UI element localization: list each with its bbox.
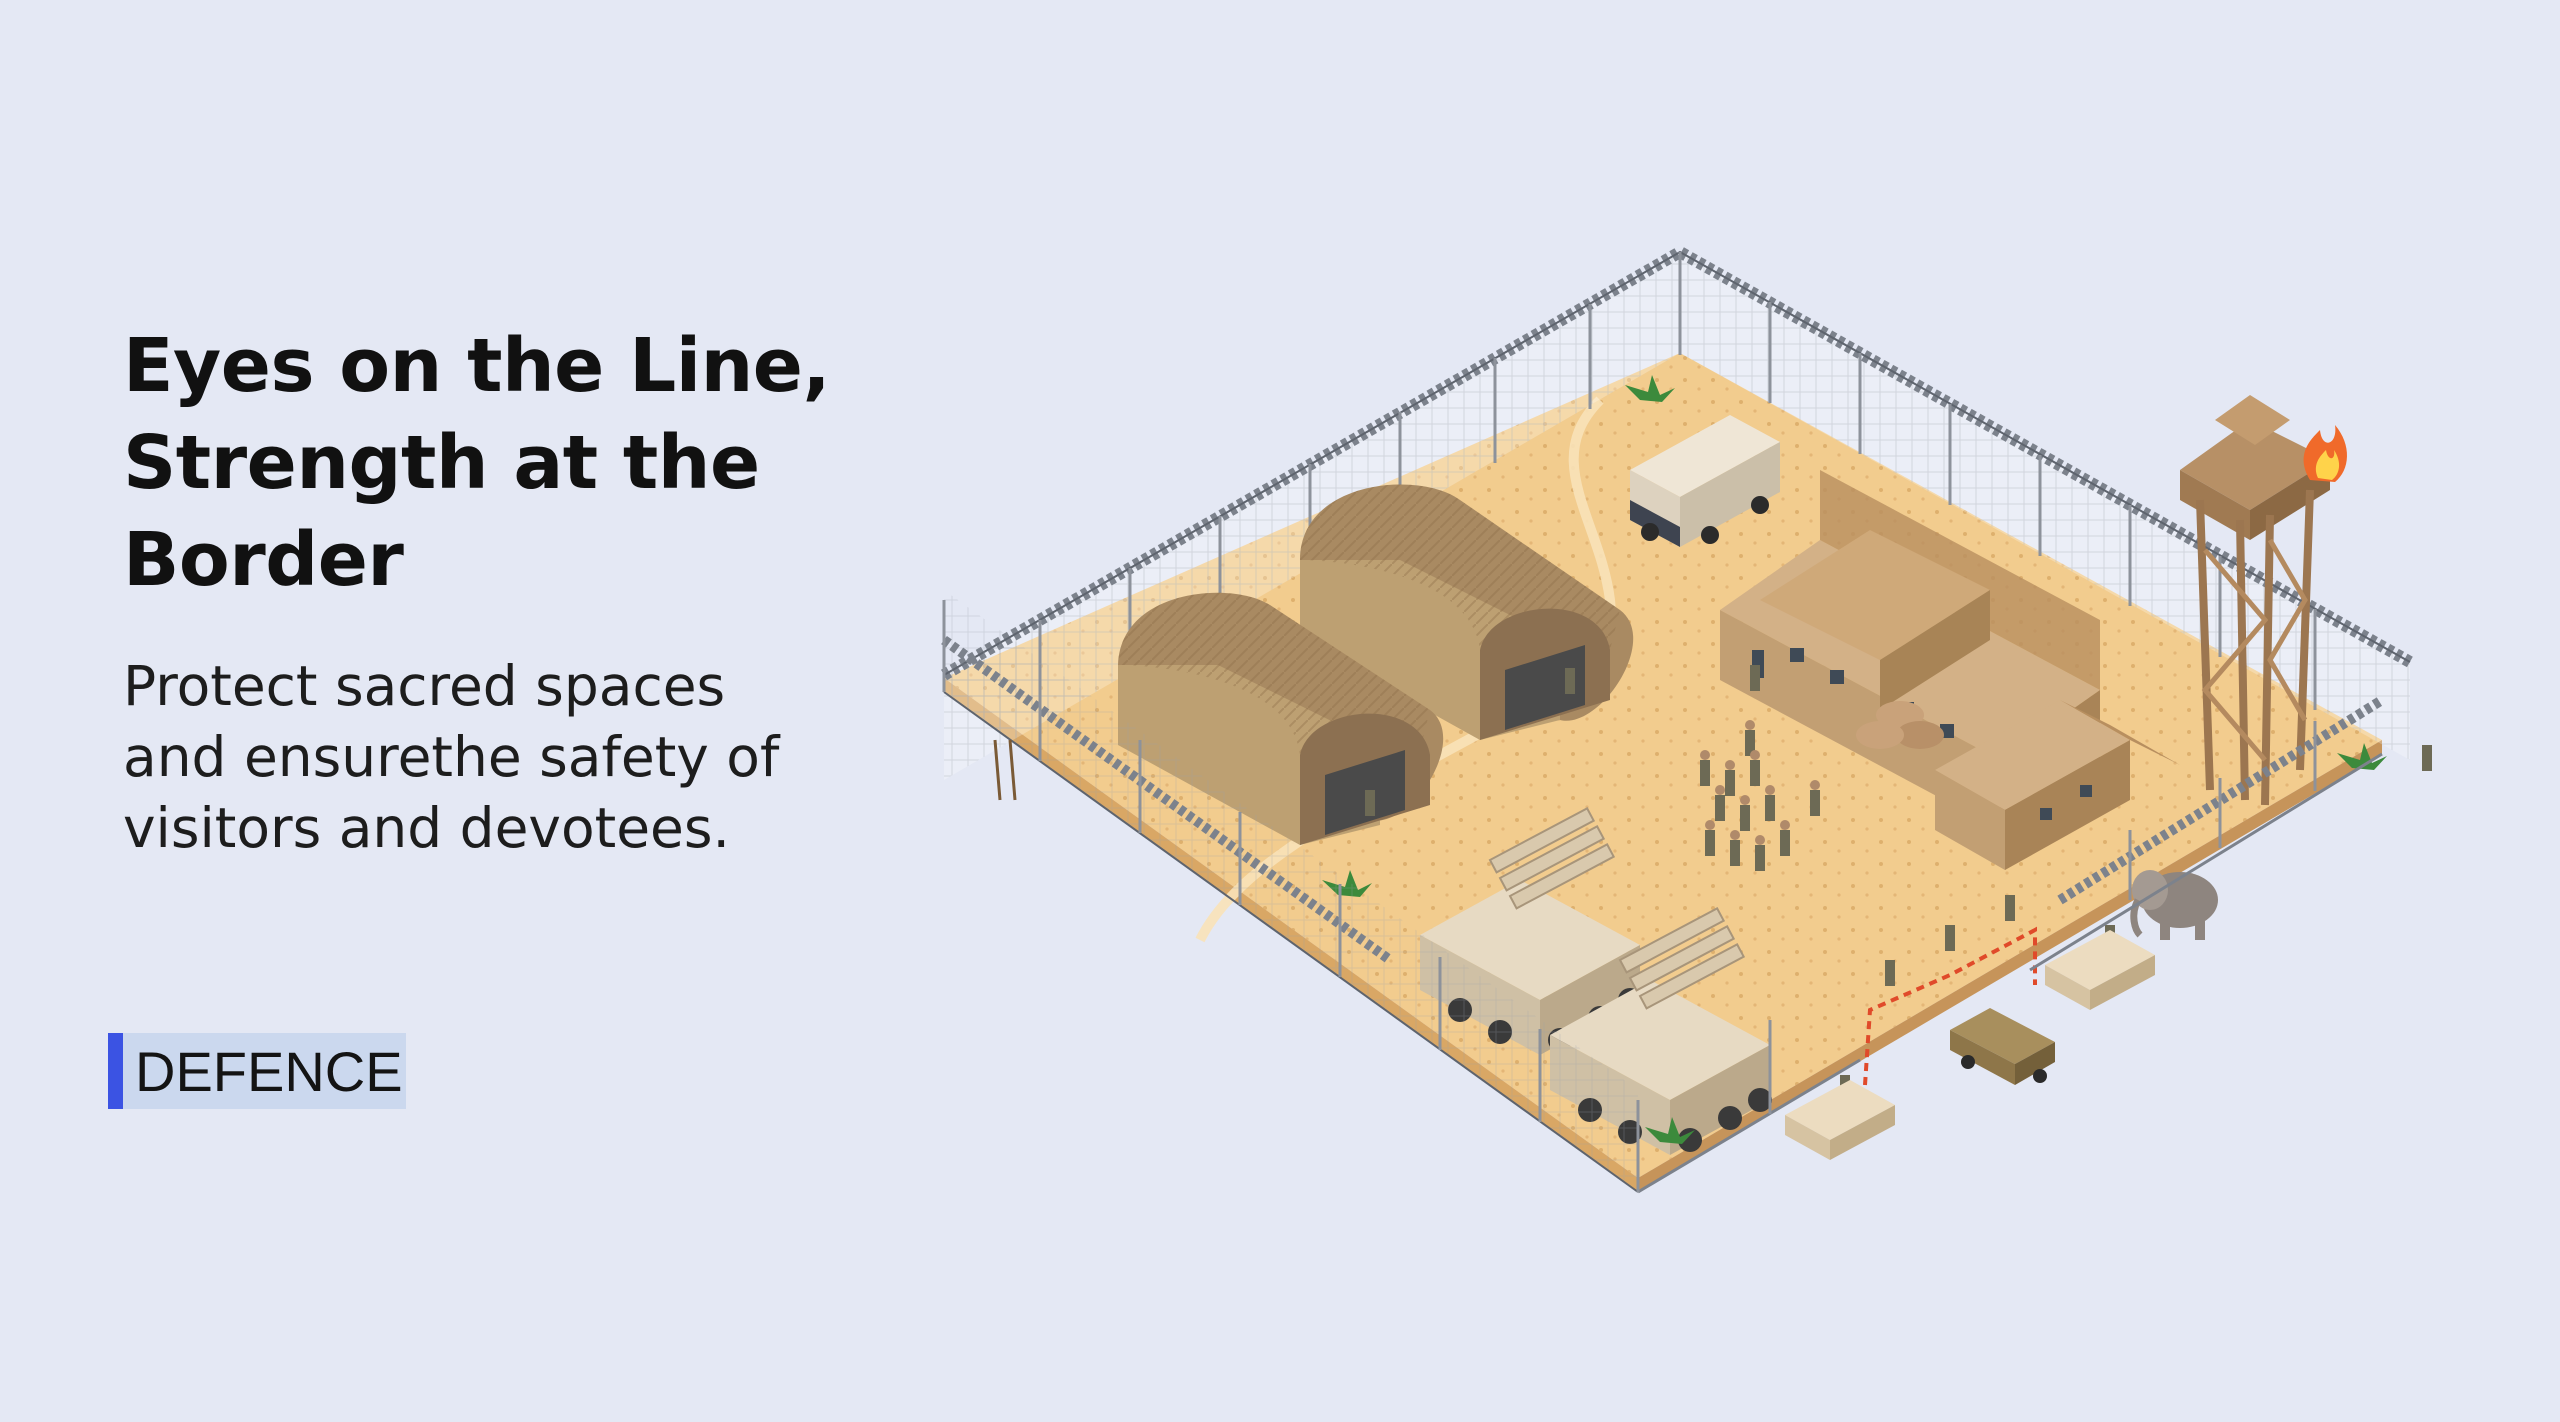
hero-text: Eyes on the Line, Strength at the Border… — [123, 318, 883, 864]
subtitle-line-2: and ensurethe safety of — [123, 725, 780, 789]
headline-line-1: Eyes on the Line, — [123, 323, 831, 409]
hangar-icon — [1118, 484, 1634, 845]
truck-icon — [1630, 415, 1780, 547]
category-tag: DEFENCE — [108, 1033, 406, 1109]
headline-line-3: Border — [123, 517, 404, 603]
jeep-icon — [1950, 1008, 2055, 1085]
soldier-heads — [1700, 720, 1820, 845]
headline-line-2: Strength at the — [123, 420, 760, 506]
tag-label: DEFENCE — [135, 1039, 403, 1103]
barracks-icon — [1720, 470, 2180, 870]
headline: Eyes on the Line, Strength at the Border — [123, 318, 883, 609]
front-fence — [941, 590, 2385, 1194]
fire-icon — [2303, 425, 2348, 482]
log-pile — [1856, 701, 1944, 749]
tag-accent-bar — [108, 1033, 123, 1109]
subtitle-line-1: Protect sacred spaces — [123, 654, 726, 718]
sandbag-bunker — [1785, 930, 2155, 1160]
subtitle: Protect sacred spaces and ensurethe safe… — [123, 651, 883, 864]
subtitle-line-3: visitors and devotees. — [123, 796, 731, 860]
